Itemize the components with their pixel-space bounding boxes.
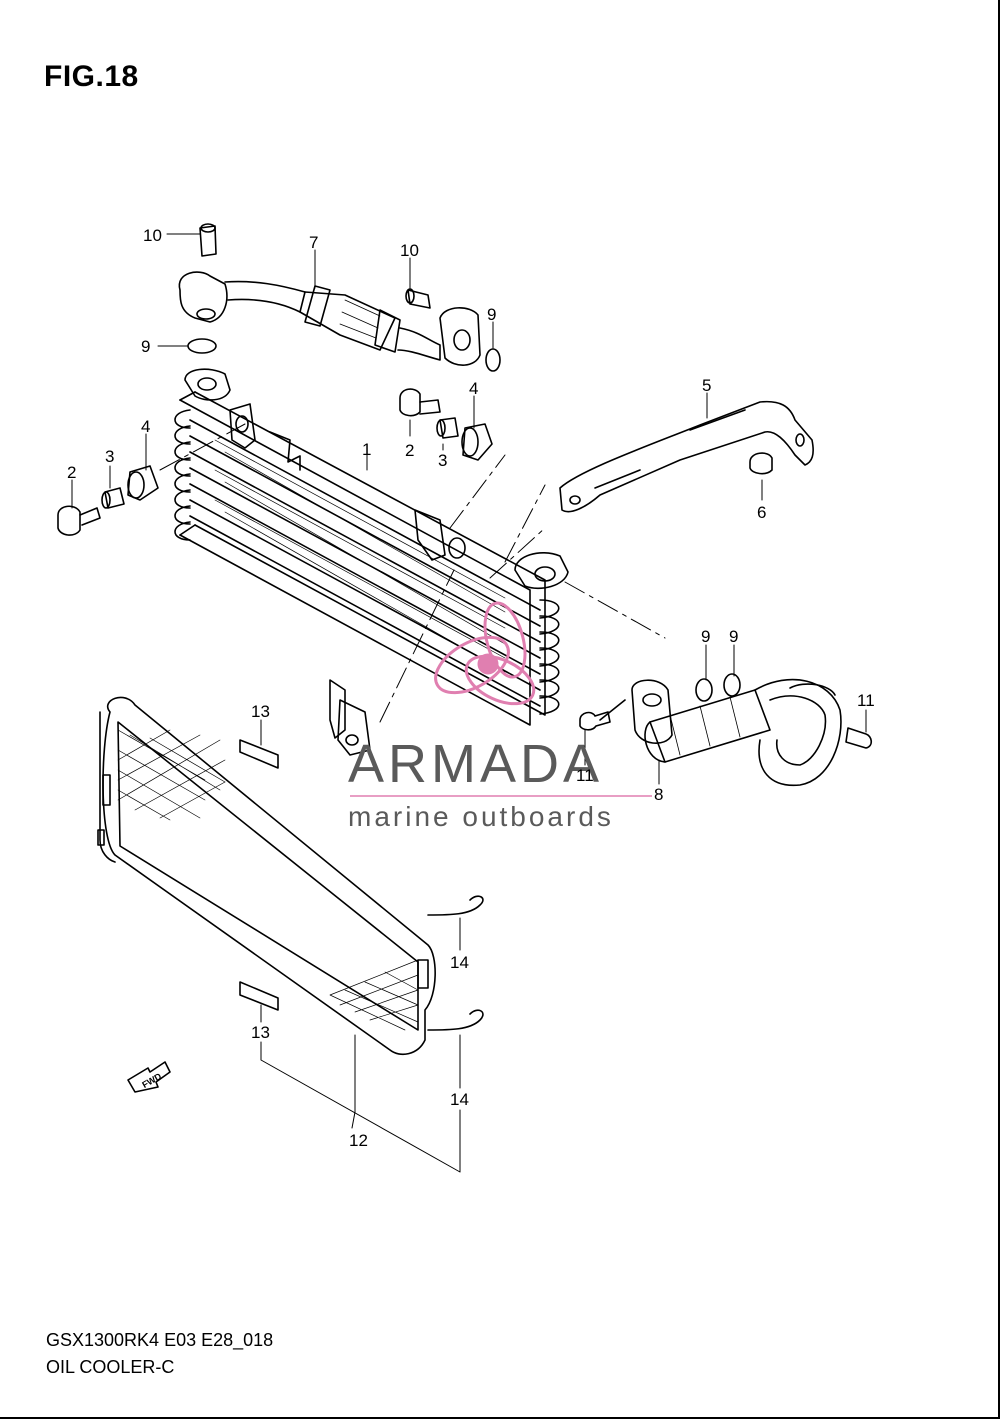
callout-12: 12	[349, 1131, 368, 1150]
callout-10-right: 10	[400, 241, 419, 260]
diagram-caption: OIL COOLER-C	[46, 1357, 175, 1377]
cooler-guard	[97, 696, 484, 1056]
watermark-brand: ARMADA	[348, 734, 603, 794]
callout-2-left: 2	[67, 463, 76, 482]
callout-9-left: 9	[141, 337, 150, 356]
oil-cooler-core	[174, 368, 569, 756]
grommet-4-right	[461, 423, 493, 461]
callout-3-right: 3	[438, 451, 447, 470]
diagram-code: GSX1300RK4 E03 E28_018	[46, 1330, 274, 1350]
grommet-4-left	[127, 465, 159, 501]
bolt-11-right	[845, 727, 873, 749]
callout-1: 1	[362, 440, 371, 459]
upper-oil-hose	[178, 271, 481, 366]
callout-13-upper: 13	[251, 702, 270, 721]
watermark-subtitle: marine outboards	[348, 801, 614, 832]
fwd-arrow	[127, 1061, 171, 1093]
o-ring-9-left	[187, 338, 217, 354]
callout-14-upper: 14	[450, 953, 469, 972]
collar-3-left	[101, 487, 125, 509]
callout-7: 7	[309, 233, 318, 252]
o-ring-9-lower-a	[695, 678, 713, 702]
bolt-2-left	[57, 505, 101, 536]
bolt-2-right	[399, 388, 441, 417]
bolt-11-left	[579, 711, 611, 731]
bracket	[559, 400, 814, 513]
callout-4-left: 4	[141, 417, 150, 436]
cushion-upper	[239, 739, 279, 769]
callout-5: 5	[702, 376, 711, 395]
callout-13-lower: 13	[251, 1023, 270, 1042]
callout-14-lower: 14	[450, 1090, 469, 1109]
callout-6: 6	[757, 503, 766, 522]
callout-9-lower-a: 9	[701, 627, 710, 646]
figure-title: FIG.18	[44, 60, 139, 93]
callout-8: 8	[654, 785, 663, 804]
collar-3-right	[436, 417, 459, 439]
callout-3-left: 3	[105, 447, 114, 466]
callout-11-right: 11	[857, 691, 875, 710]
callout-9-lower-b: 9	[729, 627, 738, 646]
cushion-lower	[239, 981, 279, 1011]
bolt-10-right	[405, 288, 431, 309]
bolt-6	[749, 452, 773, 475]
callout-4-right: 4	[469, 379, 478, 398]
callout-9-right: 9	[487, 305, 496, 324]
o-ring-9-lower-b	[723, 673, 741, 697]
o-ring-9-right	[485, 348, 501, 372]
callout-11-left: 11	[576, 766, 594, 785]
assembly-center-lines	[159, 423, 666, 723]
watermark-logo-mark	[434, 601, 536, 706]
bolt-10-left	[199, 223, 217, 257]
leader-lines	[71, 233, 867, 1173]
callout-10-left: 10	[143, 226, 162, 245]
lower-oil-hose	[599, 678, 842, 787]
callout-2-right: 2	[405, 441, 414, 460]
